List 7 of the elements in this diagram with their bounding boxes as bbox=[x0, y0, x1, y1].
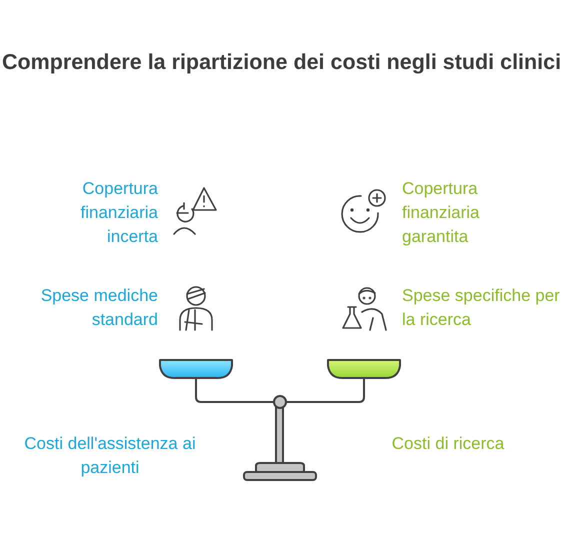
side-heading: Costi dell'assistenza ai pazienti bbox=[23, 433, 197, 479]
cost-category-label: Copertura finanziaria garantita bbox=[402, 178, 480, 248]
title: Comprendere la ripartizione dei costi negli studi clinici bbox=[0, 49, 562, 76]
cost-category-label: Copertura finanziaria incerta bbox=[80, 178, 158, 248]
cost-category-label: Spese specifiche per la ricerca bbox=[402, 285, 561, 331]
side-heading: Costi di ricerca bbox=[390, 433, 506, 455]
cost-category-label: Spese mediche standard bbox=[40, 285, 158, 331]
